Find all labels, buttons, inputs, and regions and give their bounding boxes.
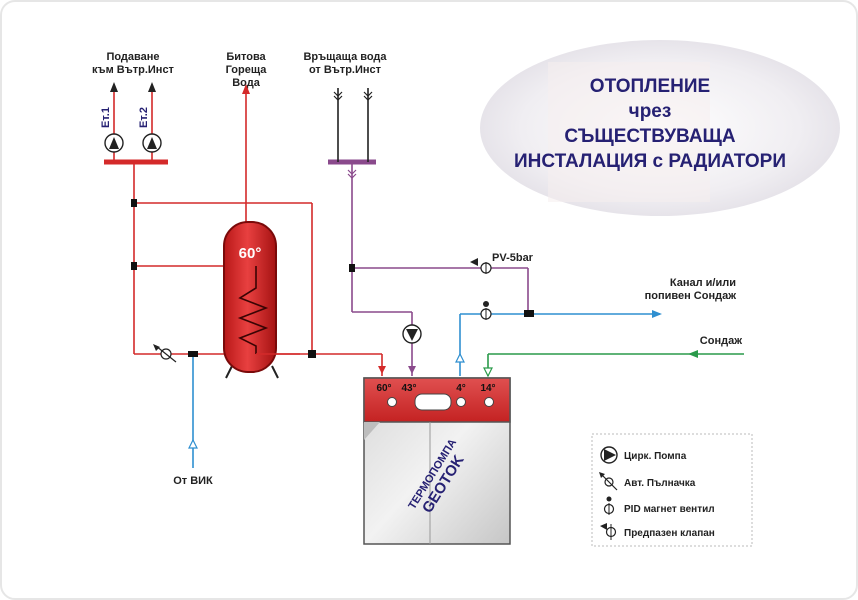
legend-valve-label: PID магнет вентил (624, 504, 715, 515)
arrow-dhw (242, 84, 250, 94)
legend-pump-label: Цирк. Помпа (624, 451, 687, 462)
hp-temp-1: 60° (376, 383, 391, 394)
arrow-ground-in (483, 367, 493, 378)
vik-arrow (188, 438, 198, 449)
title-line1: ОТОПЛЕНИЕ (590, 76, 710, 97)
auto-filler[interactable] (153, 344, 177, 363)
pump-floor2[interactable] (142, 133, 162, 153)
borehole-label: Сондаж (700, 335, 742, 347)
pv-safety-valve[interactable] (470, 258, 492, 274)
dhw-label-3: Вода (232, 77, 261, 89)
arrow-hp-in (378, 366, 386, 374)
hot-water-tank (223, 221, 300, 379)
legend-valve-icon (603, 496, 615, 515)
arrow-floor2 (148, 82, 156, 92)
heat-pump (363, 377, 511, 545)
hp-temp-2: 43° (401, 383, 416, 394)
legend-safety-icon (600, 523, 617, 540)
supply-label-1: Подаване (106, 51, 159, 63)
arrow-channel (652, 310, 662, 318)
title-bubble-inner (548, 62, 710, 202)
title-line4: ИНСТАЛАЦИЯ с РАДИАТОРИ (514, 151, 786, 172)
return-tee (349, 264, 355, 272)
channel-label-2: попивен Сондаж (645, 290, 737, 302)
vik-label: От ВИК (173, 475, 213, 487)
channel-label-1: Канал и/или (670, 277, 736, 289)
cold-pipes (459, 313, 660, 376)
hp-temp-4: 14° (480, 383, 495, 394)
floor2-label: Ет.2 (138, 107, 150, 128)
supply-label-2: към Вътр.Инст (92, 64, 175, 76)
title-line2: чрез (629, 101, 672, 122)
pv-label: PV-5bar (492, 252, 534, 264)
tee-markers (131, 199, 316, 358)
return-chevrons (333, 91, 373, 179)
dhw-label-2: Гореща (226, 64, 268, 76)
legend-filler-icon (599, 472, 618, 491)
arrow-borehole (688, 350, 698, 358)
return-label-2: от Вътр.Инст (309, 64, 382, 76)
arrow-cold-out (455, 352, 465, 363)
cold-tee (524, 310, 534, 317)
hp-temp-3: 4° (456, 383, 466, 394)
tank-temperature: 60° (239, 245, 262, 262)
title-line3: СЪЩЕСТВУВАЩА (564, 126, 736, 147)
arrow-return-in (408, 366, 416, 374)
pump-floor1[interactable] (104, 133, 124, 153)
legend-safety-label: Предпазен клапан (624, 528, 715, 539)
return-label-1: Връщаща вода (303, 51, 387, 63)
arrow-floor1 (110, 82, 118, 92)
dhw-label-1: Битова (226, 51, 266, 63)
floor1-label: Ет.1 (100, 107, 112, 128)
return-pump[interactable] (402, 324, 422, 344)
legend-filler-label: Авт. Пълначка (624, 478, 696, 489)
pid-valve[interactable] (480, 301, 492, 320)
legend (591, 433, 753, 547)
legend-pump-icon (600, 446, 618, 464)
